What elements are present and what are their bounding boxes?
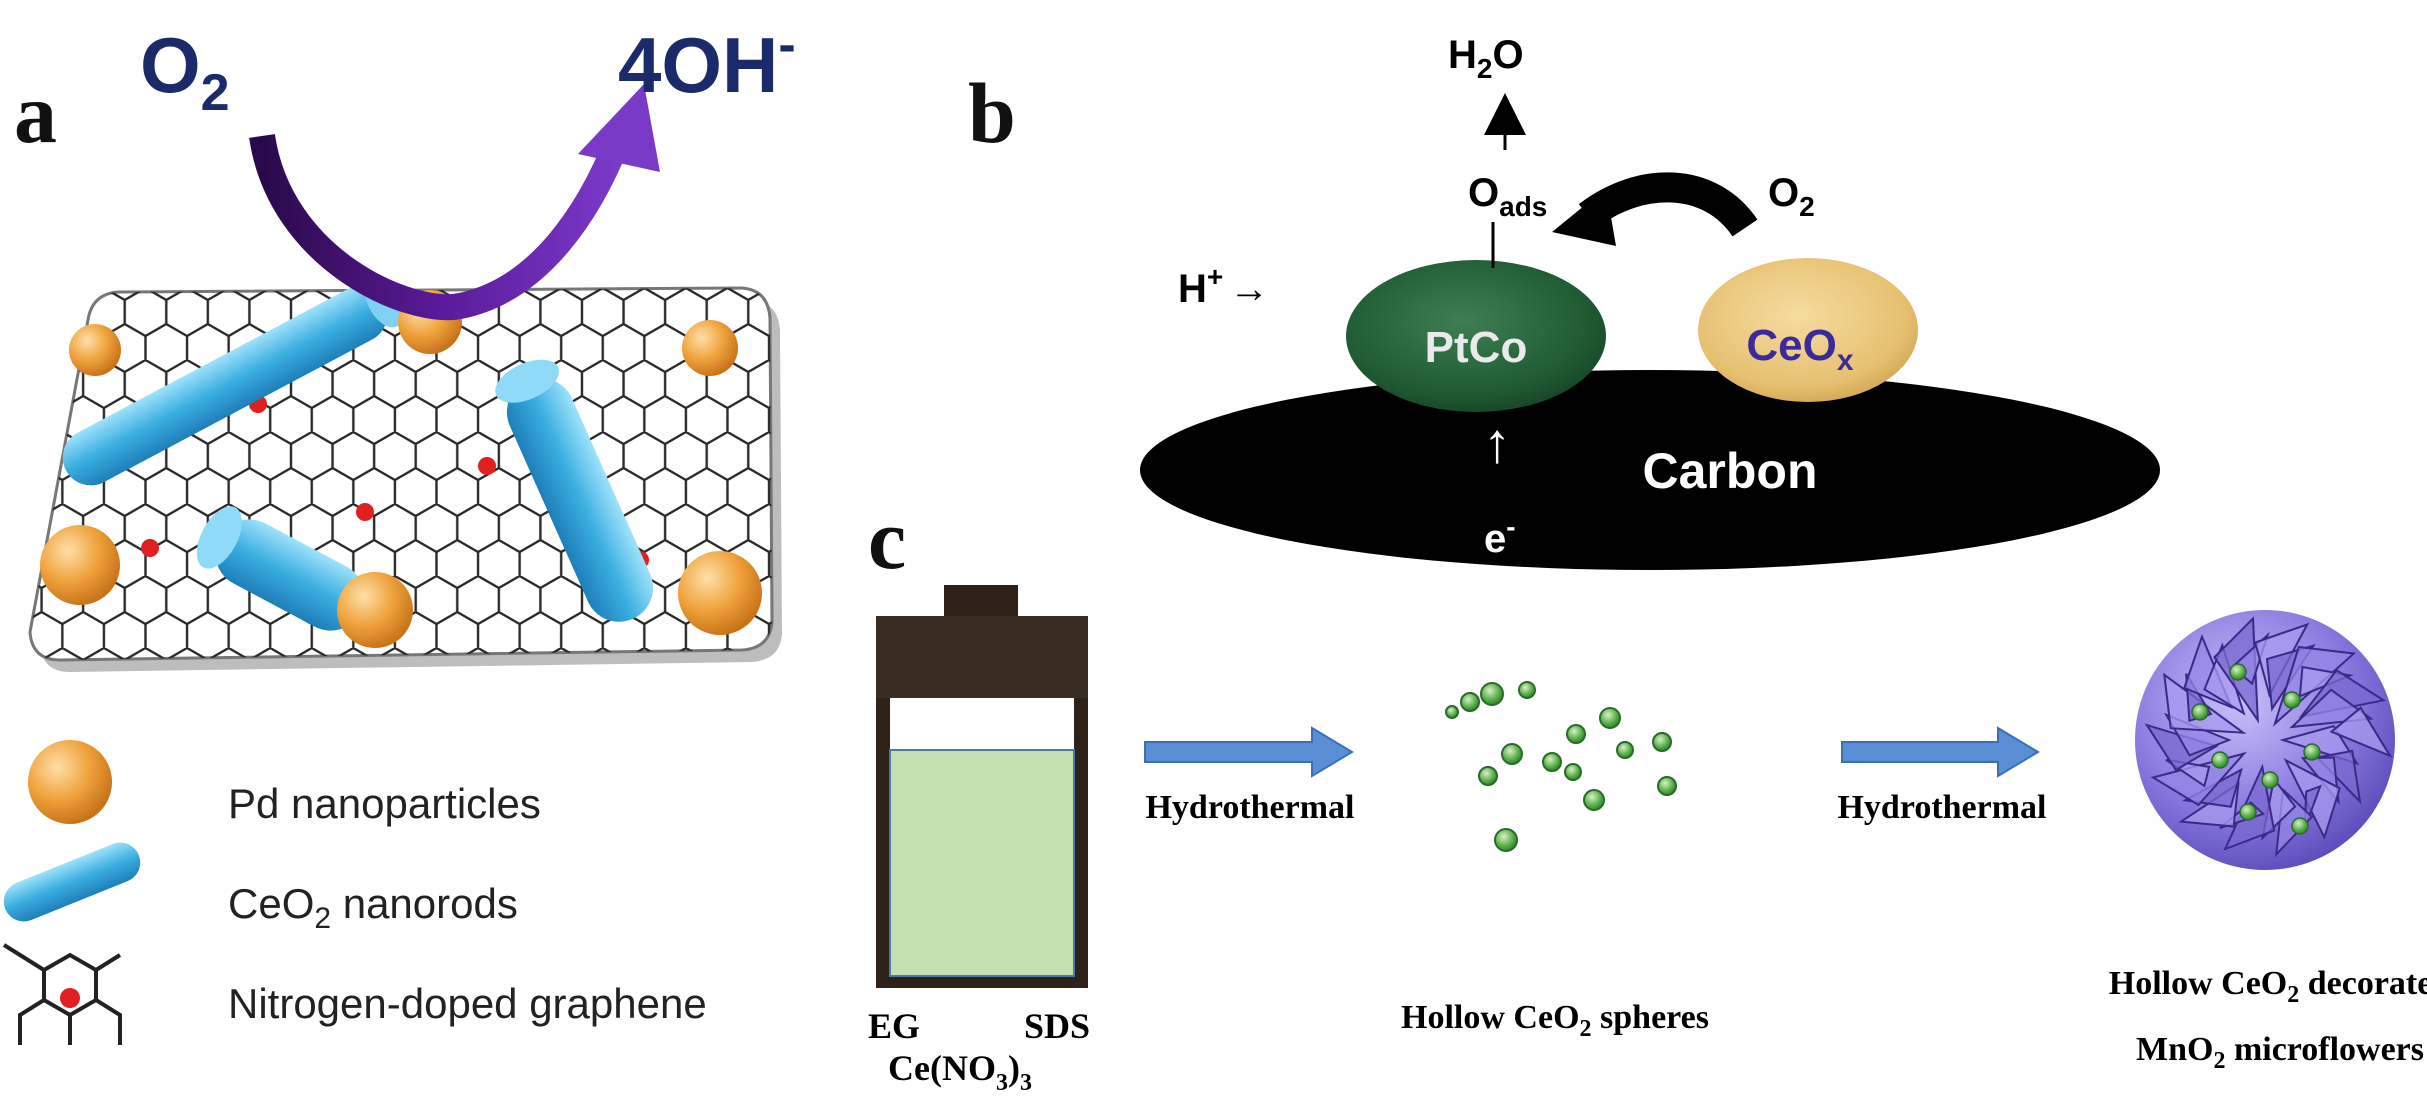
decorating-ceo2-sphere: [2291, 817, 2309, 835]
product-label-line2: MnO2 microflowers: [2136, 1031, 2424, 1074]
product-formula: 4OH-: [618, 16, 796, 109]
reaction-arc: [249, 133, 631, 321]
mno2-microflower: [2135, 610, 2395, 870]
pd-nanoparticle: [69, 324, 121, 376]
reaction-arrowhead: [578, 84, 660, 172]
nitrogen-dopant-icon: [60, 988, 80, 1008]
carbon-label: Carbon: [1643, 443, 1818, 499]
decorating-ceo2-sphere: [2191, 703, 2209, 721]
vial-solution: [889, 749, 1075, 977]
hollow-sphere: [1616, 741, 1634, 759]
vial-label-cerium-nitrate: Ce(NO3)3: [888, 1048, 1032, 1096]
panel-b: b H2O Oads O2 H+→ PtCo CeOx Carbon ↑ e-: [968, 33, 2160, 570]
panel-label-a: a: [14, 65, 57, 161]
decorating-ceo2-sphere: [2211, 751, 2229, 769]
pd-nanoparticle: [682, 320, 738, 376]
hollow-sphere: [1542, 752, 1562, 772]
carbon-support: [1140, 370, 2160, 570]
pd-nanoparticle: [337, 572, 413, 648]
panel-label-b: b: [968, 65, 1016, 161]
hollow-sphere: [1657, 776, 1677, 796]
pd-nanoparticle: [40, 525, 120, 605]
hollow-sphere: [1652, 732, 1672, 752]
ptco-particle: [1346, 260, 1606, 412]
ceo2-nanorod: [495, 359, 654, 622]
step-label-1: Hydrothermal: [1145, 789, 1354, 826]
hollow-sphere: [1564, 763, 1582, 781]
autoclave-vial: [876, 585, 1088, 988]
hollow-sphere: [1445, 705, 1459, 719]
reactant-formula: O2: [140, 21, 230, 122]
product-label-line1: Hollow CeO2 decorated: [2109, 965, 2427, 1008]
decorating-ceo2-sphere: [2229, 663, 2247, 681]
decorating-ceo2-sphere: [2239, 803, 2257, 821]
ceo2-nanorod: [196, 506, 365, 631]
vial-top-knob: [944, 585, 1018, 619]
electron-label: e-: [1484, 511, 1516, 561]
hollow-sphere: [1480, 682, 1504, 706]
nitrogen-dopant: [356, 503, 374, 521]
hollow-ceo2-spheres: [1445, 681, 1677, 852]
step-arrow-2: [1841, 726, 2040, 778]
ceox-label: CeOx: [1746, 321, 1853, 377]
hollow-sphere: [1566, 724, 1586, 744]
panel-label-c: c: [868, 491, 906, 587]
legend-label-ceo2-nanorod: CeO2 nanorods: [228, 880, 518, 935]
hollow-sphere: [1599, 707, 1621, 729]
spheres-label: Hollow CeO2 spheres: [1401, 999, 1709, 1042]
vial-label-eg: EG: [868, 1006, 920, 1046]
pd-nanoparticle: [678, 551, 762, 635]
microflower-petal: [2329, 706, 2393, 758]
legend-label-graphene-lattice: Nitrogen-doped graphene: [228, 980, 707, 1027]
graphene-lattice-icon: [2, 943, 122, 1045]
decorating-ceo2-sphere: [2303, 743, 2321, 761]
panel-a: a O2 4OH-: [2, 16, 796, 1045]
pd-nanoparticle-icon: [28, 740, 112, 824]
nitrogen-dopant: [478, 457, 496, 475]
hollow-sphere: [1518, 681, 1536, 699]
electron-up-arrow: ↑: [1483, 411, 1511, 474]
panel-c: c EG SDS Ce(NO3)3 Hydrothermal Hollow Ce…: [868, 491, 2427, 1096]
decorating-ceo2-sphere: [2261, 771, 2279, 789]
proton-label: H+→: [1178, 261, 1269, 311]
hollow-sphere: [1478, 766, 1498, 786]
ceox-particle: [1698, 258, 1918, 402]
legend-label-pd-nanoparticle: Pd nanoparticles: [228, 780, 541, 827]
hollow-sphere: [1501, 743, 1523, 765]
o2-label: O2: [1768, 171, 1815, 222]
hollow-sphere: [1460, 692, 1480, 712]
ceo2-nanorod-icon: [3, 842, 141, 922]
hollow-sphere: [1583, 789, 1605, 811]
step-arrow-1: [1144, 726, 1354, 778]
o2-adsorption-arrowhead: [1552, 188, 1616, 246]
ptco-label: PtCo: [1425, 323, 1528, 372]
vial-label-sds: SDS: [1024, 1006, 1090, 1046]
vial-cap: [876, 616, 1088, 698]
oads-label: Oads: [1468, 171, 1547, 222]
hollow-sphere: [1494, 828, 1518, 852]
decorating-ceo2-sphere: [2283, 691, 2301, 709]
water-formula: H2O: [1448, 33, 1524, 84]
step-label-2: Hydrothermal: [1837, 789, 2046, 826]
nitrogen-dopant: [141, 539, 159, 557]
